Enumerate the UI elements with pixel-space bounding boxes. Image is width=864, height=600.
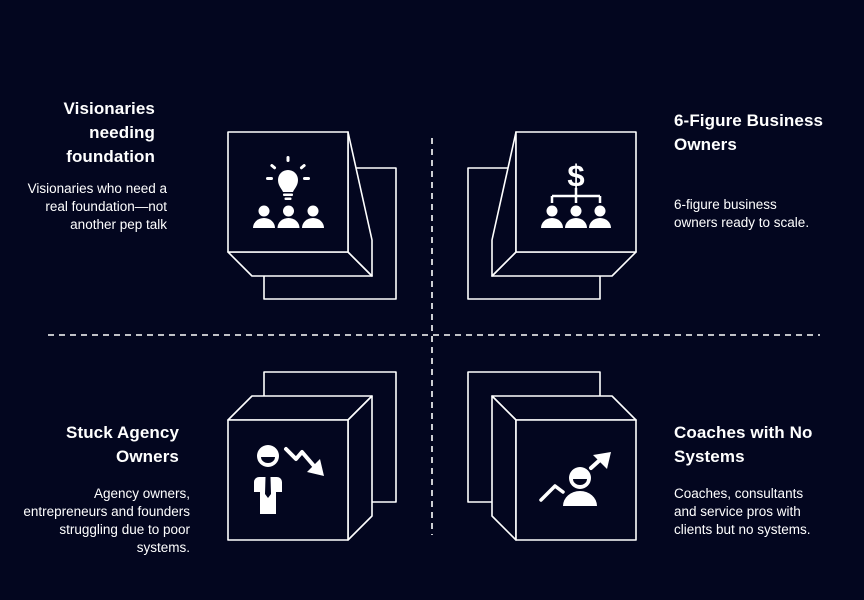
quadrant-description-bottom-right: Coaches, consultants and service pros wi… xyxy=(674,486,811,537)
quadrant-title-bottom-left: Stuck Agency Owners xyxy=(66,423,179,466)
svg-text:$: $ xyxy=(567,158,584,193)
quadrant-title-top-left: Visionaries needing foundation xyxy=(63,99,155,166)
person-downtrend-icon xyxy=(254,445,324,514)
lightbulb-team-icon xyxy=(253,156,324,228)
quadrant-title-bottom-right: Coaches with No Systems xyxy=(674,423,813,466)
dollar-team-icon: $ xyxy=(541,158,611,228)
quadrant-description-top-right: 6-figure business owners ready to scale. xyxy=(674,197,810,230)
quadrant-title-top-right: 6-Figure Business Owners xyxy=(674,111,824,154)
quadrant-description-bottom-left: Agency owners, entrepreneurs and founder… xyxy=(23,486,190,555)
quadrant-description-top-left: Visionaries who need a real foundation—n… xyxy=(27,181,167,232)
box-top-right xyxy=(467,131,637,300)
box-bottom-left xyxy=(227,371,397,541)
box-bottom-right xyxy=(467,371,637,541)
person-uptrend-icon xyxy=(539,452,611,506)
